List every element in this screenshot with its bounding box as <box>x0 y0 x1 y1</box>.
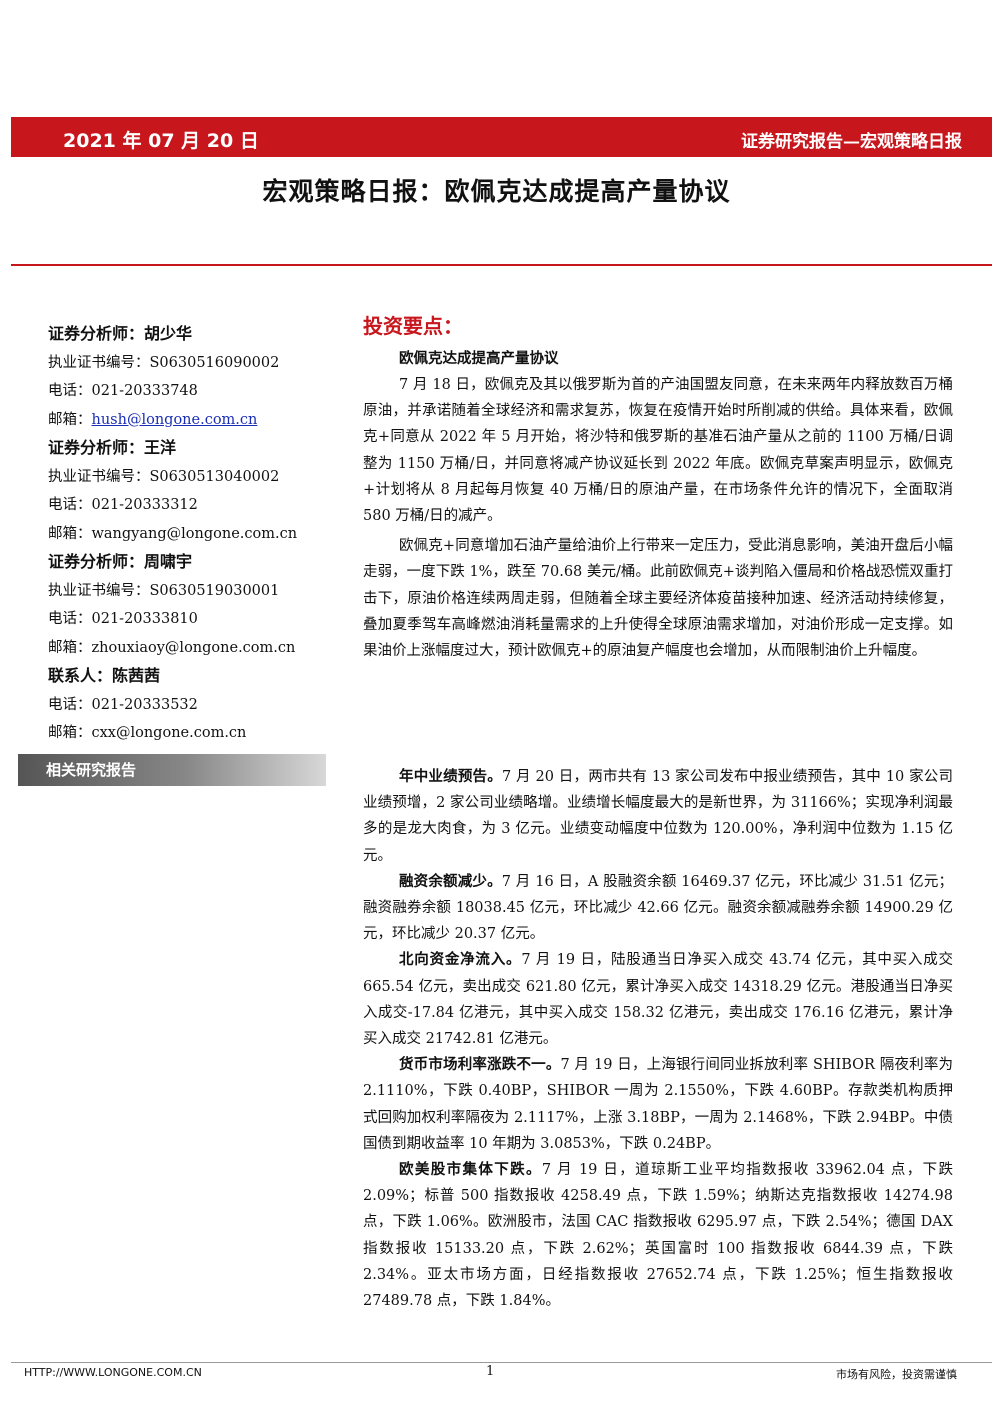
page-title: 宏观策略日报：欧佩克达成提高产量协议 <box>262 177 731 206</box>
report-date: 2021 年 07 月 20 日 <box>63 130 259 152</box>
analyst-sidebar: 证券分析师：胡少华 执业证书编号：S0630516090002 电话：021-2… <box>48 320 338 748</box>
summary-text: 7 月 19 日，上海银行间同业拆放利率 SHIBOR 隔夜利率为 2.1110… <box>363 1057 954 1152</box>
paragraph: 7 月 18 日，欧佩克及其以俄罗斯为首的产油国盟友同意，在未来两年内释放数百万… <box>363 377 953 525</box>
analyst-title: 证券分析师：王洋 <box>48 438 177 457</box>
main-content: 投资要点： 欧佩克达成提高产量协议 7 月 18 日，欧佩克及其以俄罗斯为首的产… <box>363 308 953 664</box>
contact-email: cxx@longone.com.cn <box>91 725 247 741</box>
section-title: 投资要点： <box>363 314 463 338</box>
analyst-block: 证券分析师：胡少华 执业证书编号：S0630516090002 电话：021-2… <box>48 320 338 434</box>
analyst-cert: 执业证书编号：S0630516090002 <box>48 354 280 371</box>
summary-lead: 货币市场利率涨跌不一。 <box>399 1056 561 1074</box>
summary-text: 7 月 16 日，A 股融资余额 16469.37 亿元，环比减少 31.51 … <box>363 873 953 943</box>
summary-lead: 北向资金净流入。 <box>399 951 522 969</box>
page-number: 1 <box>486 1364 495 1379</box>
contact-email-row: 邮箱：cxx@longone.com.cn <box>48 719 338 748</box>
analyst-email: wangyang@longone.com.cn <box>91 525 298 542</box>
header-bar: 2021 年 07 月 20 日 证券研究报告—宏观策略日报 <box>11 117 992 157</box>
analyst-title: 证券分析师：胡少华 <box>48 324 193 343</box>
summary-lead: 年中业绩预告。 <box>399 768 502 785</box>
analyst-block: 证券分析师：王洋 执业证书编号：S0630513040002 电话：021-20… <box>48 434 338 548</box>
analyst-phone: 电话：021-20333810 <box>48 611 198 627</box>
summary-lead: 融资余额减少。 <box>399 872 502 890</box>
contact-title: 联系人：陈茜茜 <box>48 666 161 685</box>
footer-divider <box>11 1362 992 1363</box>
analyst-cert: 执业证书编号：S0630519030001 <box>48 582 280 599</box>
report-category: 证券研究报告—宏观策略日报 <box>741 132 962 152</box>
analyst-cert: 执业证书编号：S0630513040002 <box>48 468 280 485</box>
analyst-block: 证券分析师：周啸宇 执业证书编号：S0630519030001 电话：021-2… <box>48 548 338 662</box>
summary-text: 7 月 19 日，道琼斯工业平均指数报收 33962.04 点，下跌 2.09%… <box>363 1162 953 1310</box>
summary-item: 货币市场利率涨跌不一。7 月 19 日，上海银行间同业拆放利率 SHIBOR 隔… <box>363 1052 953 1157</box>
analyst-email: zhouxiaoy@longone.com.cn <box>91 639 296 656</box>
analyst-email-link[interactable]: hush@longone.com.cn <box>91 411 258 428</box>
contact-block: 联系人：陈茜茜 电话：021-20333532 邮箱：cxx@longone.c… <box>48 662 338 748</box>
analyst-email-row: 邮箱：hush@longone.com.cn <box>48 406 338 435</box>
title-divider <box>11 264 992 266</box>
related-reports-header: 相关研究报告 <box>18 754 326 786</box>
analyst-phone: 电话：021-20333312 <box>48 497 198 513</box>
analyst-title: 证券分析师：周啸宇 <box>48 552 193 571</box>
analyst-email-row: 邮箱：zhouxiaoy@longone.com.cn <box>48 634 338 663</box>
email-label: 邮箱： <box>48 525 92 542</box>
summary-item: 欧美股市集体下跌。7 月 19 日，道琼斯工业平均指数报收 33962.04 点… <box>363 1157 953 1314</box>
contact-phone: 电话：021-20333532 <box>48 696 198 713</box>
summary-lead: 欧美股市集体下跌。 <box>399 1161 542 1179</box>
email-label: 邮箱： <box>48 411 92 428</box>
summary-text: 7 月 19 日，陆股通当日净买入成交 43.74 亿元，其中买入成交 665.… <box>363 952 954 1048</box>
summary-item: 融资余额减少。7 月 16 日，A 股融资余额 16469.37 亿元，环比减少… <box>363 869 953 948</box>
analyst-phone: 电话：021-20333748 <box>48 383 198 399</box>
email-label: 邮箱： <box>48 639 92 656</box>
analyst-email-row: 邮箱：wangyang@longone.com.cn <box>48 520 338 549</box>
footer-website[interactable]: HTTP://WWW.LONGONE.COM.CN <box>24 1366 202 1379</box>
summary-text: 7 月 20 日，两市共有 13 家公司发布中报业绩预告，其中 10 家公司业绩… <box>363 769 953 864</box>
footer-disclaimer: 市场有风险，投资需谨慎 <box>836 1368 957 1381</box>
summary-item: 年中业绩预告。7 月 20 日，两市共有 13 家公司发布中报业绩预告，其中 1… <box>363 764 953 869</box>
summary-item: 北向资金净流入。7 月 19 日，陆股通当日净买入成交 43.74 亿元，其中买… <box>363 947 953 1052</box>
email-label: 邮箱： <box>48 725 92 741</box>
subheading: 欧佩克达成提高产量协议 <box>399 350 559 367</box>
paragraph: 欧佩克+同意增加石油产量给油价上行带来一定压力，受此消息影响，美油开盘后小幅走弱… <box>363 538 953 660</box>
market-summary: 年中业绩预告。7 月 20 日，两市共有 13 家公司发布中报业绩预告，其中 1… <box>363 764 953 1314</box>
